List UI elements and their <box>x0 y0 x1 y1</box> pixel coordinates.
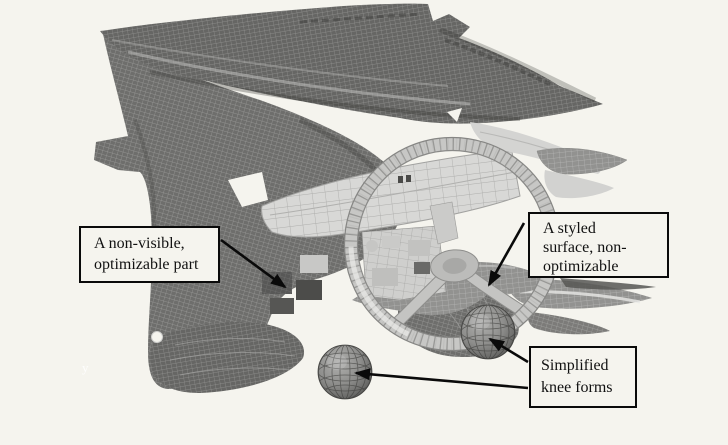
dashboard-top-mesh <box>100 3 603 124</box>
slab-highlight <box>111 39 449 87</box>
slab-shadow <box>439 27 597 103</box>
annotation-text-line: A styled <box>543 220 596 237</box>
annotation-text-line: surface, non- <box>543 239 627 256</box>
annotation-arrows <box>220 222 529 390</box>
arrow-to-styled-surface <box>487 222 526 287</box>
annotation-text-line: A non-visible, <box>94 235 185 252</box>
wheel-rim-highlight <box>348 141 556 347</box>
steering-column-shroud <box>361 201 459 301</box>
passenger-wing-underside <box>544 170 614 199</box>
annotation-box-styled-surface: A styled surface, non- optimizable <box>528 212 669 278</box>
right-lobe-sliver <box>560 278 656 290</box>
mesh-gap <box>228 172 268 207</box>
annotation-text-line: optimizable part <box>94 256 199 273</box>
arrow-to-optimizable-part <box>220 238 287 289</box>
knee-form-left <box>317 344 373 400</box>
panel-hole <box>151 331 163 343</box>
arrow-to-knee-form-right <box>488 337 529 364</box>
knee-form-right <box>460 304 516 360</box>
annotation-text-line: Simplified <box>541 357 609 374</box>
arrow-to-knee-form-left <box>354 368 529 390</box>
right-lobe-lower-mesh <box>528 312 610 335</box>
lower-panel-contours <box>169 337 296 376</box>
defroster-vent-slots <box>299 12 421 24</box>
passenger-wing-mesh <box>536 147 628 175</box>
mesh-gap <box>447 108 462 122</box>
annotation-box-non-visible-part: A non-visible, optimizable part <box>79 226 220 283</box>
beam-detail <box>398 176 403 183</box>
beam-contour <box>269 171 516 216</box>
slab-highlight <box>127 50 471 106</box>
wheel-hub-center <box>442 257 467 274</box>
annotation-text-line: optimizable <box>543 258 619 275</box>
axis-label-y: y <box>82 360 89 375</box>
defroster-vent-slots <box>444 38 551 86</box>
beam-detail <box>406 175 411 182</box>
slab-shadow <box>149 70 521 121</box>
instrument-cowl-mesh <box>94 34 403 389</box>
annotation-text-line: knee forms <box>541 379 613 396</box>
annotation-box-knee-forms: Simplified knee forms <box>529 346 637 408</box>
